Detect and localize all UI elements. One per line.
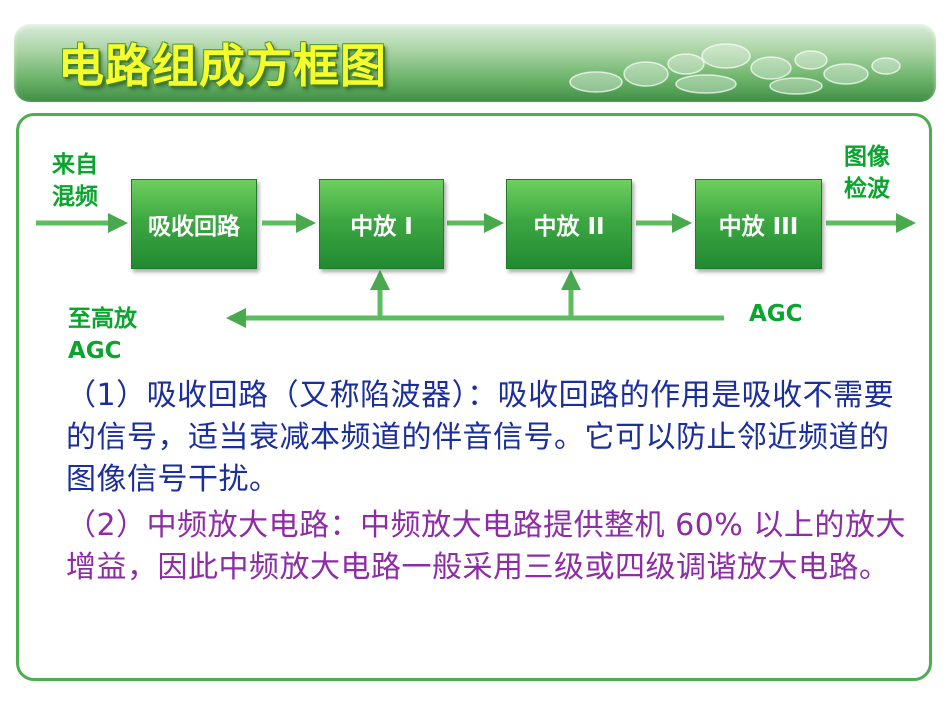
title-banner: 电路组成方框图 xyxy=(14,24,936,102)
feedback-left-label: 至高放 AGC xyxy=(68,306,137,364)
input-label: 来自 混频 xyxy=(52,152,98,210)
feedback-right-label: AGC xyxy=(749,301,803,327)
content-frame xyxy=(16,113,932,681)
block-if-amp-2: 中放 II xyxy=(506,179,632,269)
block-absorption-circuit: 吸收回路 xyxy=(131,179,257,269)
block-if-amp-3: 中放 III xyxy=(695,179,822,269)
block-if-amp-1: 中放 I xyxy=(319,179,444,269)
page-title: 电路组成方框图 xyxy=(58,39,387,93)
paragraph-if-amplifier: （2）中频放大电路：中频放大电路提供整机 60% 以上的放大增益，因此中频放大电… xyxy=(66,508,906,585)
water-droplets-decoration xyxy=(569,43,901,95)
output-label: 图像 检波 xyxy=(844,144,890,202)
paragraph-absorption: （1）吸收回路（又称陷波器）：吸收回路的作用是吸收不需要的信号，适当衰减本频道的… xyxy=(66,378,895,497)
